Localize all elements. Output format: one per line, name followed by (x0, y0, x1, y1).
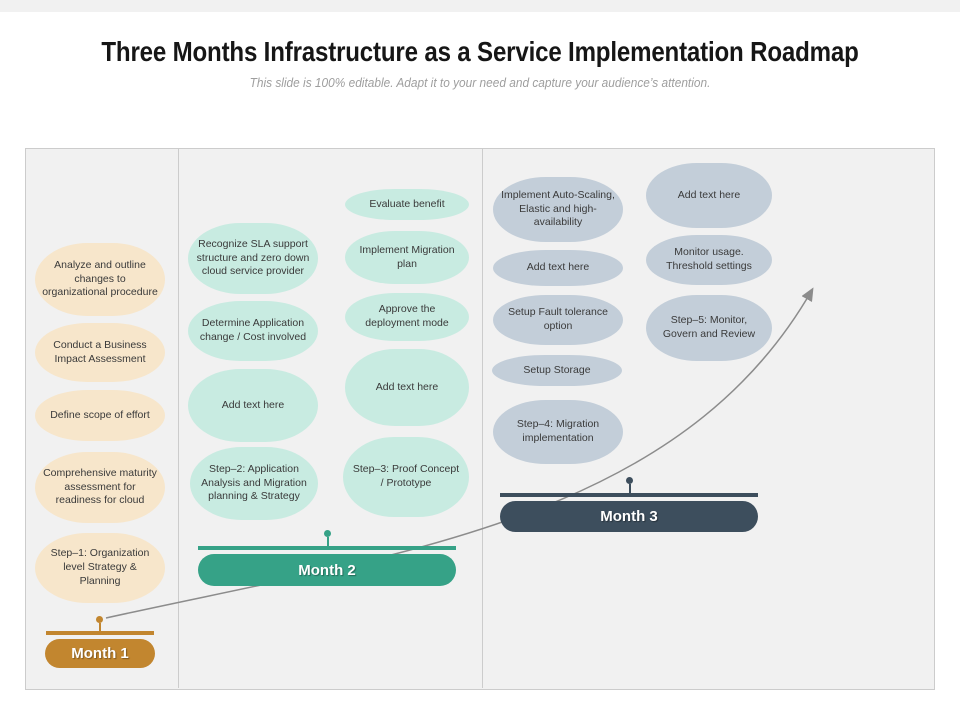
top-strip (0, 0, 960, 12)
month1-bubble-5: Step–1: Organization level Strategy & Pl… (35, 533, 165, 603)
month1-bubble-3: Define scope of effort (35, 390, 165, 441)
month2-right-bubble-1: Evaluate benefit (345, 189, 469, 220)
column-divider-2 (482, 149, 483, 688)
month2-right-bubble-3: Approve the deployment mode (345, 293, 469, 341)
month2-timeline-dot (324, 530, 331, 537)
month2-left-bubble-3: Add text here (188, 369, 318, 442)
month1-bubble-1: Analyze and outline changes to organizat… (35, 243, 165, 316)
month3-left-bubble-4: Setup Storage (492, 355, 622, 386)
month2-right-bubble-4: Add text here (345, 349, 469, 426)
column-divider-1 (178, 149, 179, 688)
month2-right-bubble-2: Implement Migration plan (345, 231, 469, 284)
month2-left-bubble-2: Determine Application change / Cost invo… (188, 301, 318, 361)
month3-left-bubble-2: Add text here (493, 250, 623, 286)
slide-header: Three Months Infrastructure as a Service… (0, 36, 960, 90)
month1-bubble-2: Conduct a Business Impact Assessment (35, 323, 165, 382)
month3-pill: Month 3 (500, 501, 758, 532)
month3-right-bubble-2: Monitor usage. Threshold settings (646, 235, 772, 285)
month3-right-bubble-3: Step–5: Monitor, Govern and Review (646, 295, 772, 361)
month3-left-bubble-3: Setup Fault tolerance option (493, 295, 623, 345)
month3-timeline-stem (629, 484, 631, 493)
month2-pill: Month 2 (198, 554, 456, 586)
month2-right-bubble-5: Step–3: Proof Concept / Prototype (343, 437, 469, 517)
month3-left-bubble-1: Implement Auto-Scaling, Elastic and high… (493, 177, 623, 242)
month2-timeline-bar (198, 546, 456, 550)
month3-timeline-dot (626, 477, 633, 484)
month1-timeline-stem (99, 623, 101, 632)
month3-left-bubble-5: Step–4: Migration implementation (493, 400, 623, 464)
month2-left-bubble-1: Recognize SLA support structure and zero… (188, 223, 318, 294)
month1-bubble-4: Comprehensive maturity assessment for re… (35, 452, 165, 523)
month1-timeline-dot (96, 616, 103, 623)
month2-timeline-stem (327, 537, 329, 546)
month1-pill: Month 1 (45, 639, 155, 668)
month1-timeline-bar (46, 631, 154, 635)
month3-timeline-bar (500, 493, 758, 497)
slide-subtitle: This slide is 100% editable. Adapt it to… (249, 76, 711, 90)
month3-right-bubble-1: Add text here (646, 163, 772, 228)
slide-title: Three Months Infrastructure as a Service… (101, 36, 859, 67)
month2-left-bubble-4: Step–2: Application Analysis and Migrati… (190, 447, 318, 520)
